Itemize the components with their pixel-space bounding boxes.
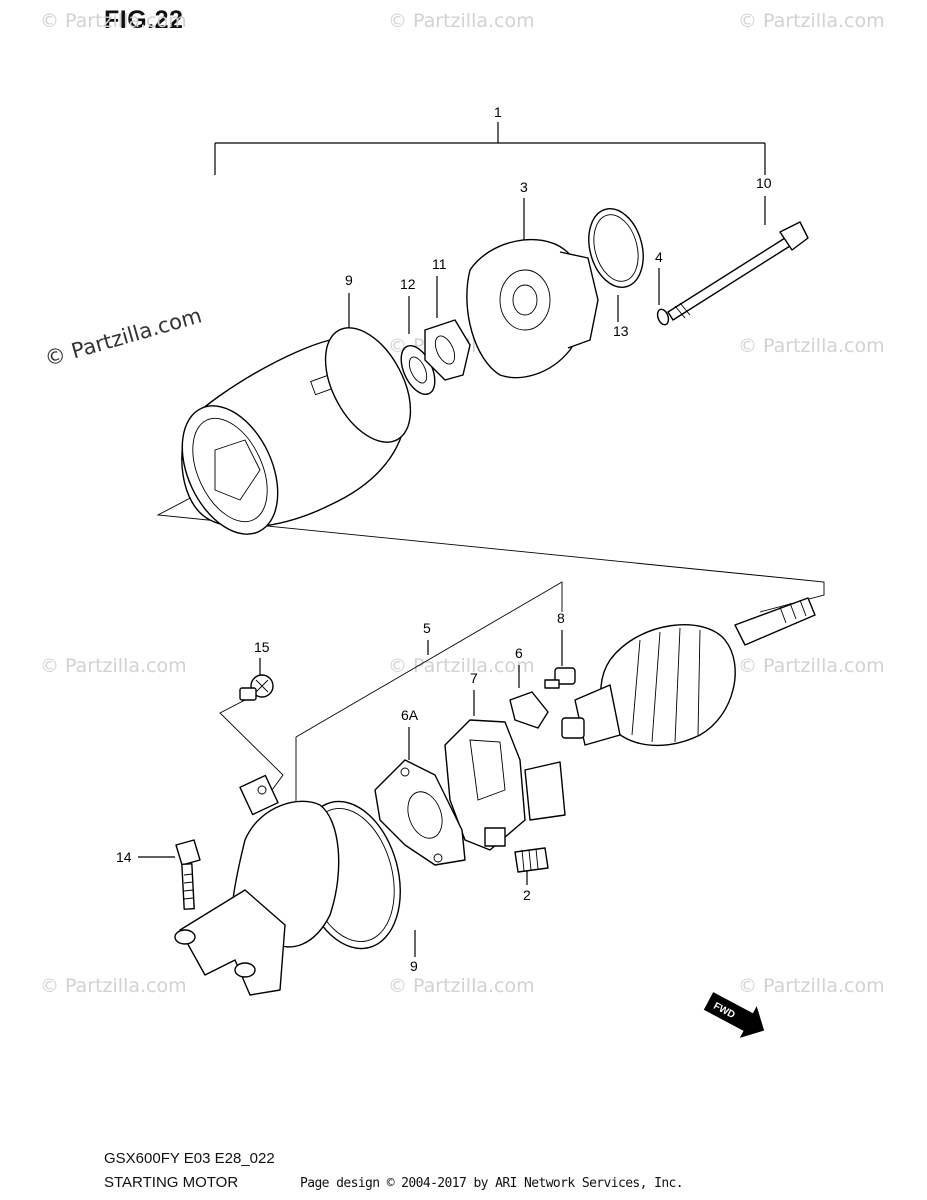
model-code: GSX600FY E03 E28_022 bbox=[104, 1150, 275, 1167]
through-bolt bbox=[667, 221, 809, 321]
callout-4: 4 bbox=[655, 249, 663, 265]
callout-11: 11 bbox=[432, 256, 447, 272]
assembly-bracket bbox=[214, 122, 766, 175]
watermark: © Partzilla.com bbox=[40, 10, 187, 32]
callout-5: 5 bbox=[423, 620, 431, 636]
small-o-ring bbox=[656, 308, 670, 326]
watermark: © Partzilla.com bbox=[40, 655, 187, 677]
callout-6a: 6A bbox=[401, 707, 419, 723]
callout-10: 10 bbox=[756, 175, 772, 191]
spring bbox=[514, 847, 549, 873]
section-name: STARTING MOTOR bbox=[104, 1174, 239, 1191]
watermark: © Partzilla.com bbox=[388, 975, 535, 997]
callout-1: 1 bbox=[494, 104, 502, 120]
watermark: © Partzilla.com bbox=[738, 10, 885, 32]
brush-6 bbox=[509, 691, 549, 729]
watermark: © Partzilla.com bbox=[738, 975, 885, 997]
callout-13: 13 bbox=[613, 323, 629, 339]
yoke-housing bbox=[181, 327, 412, 535]
brush-plate bbox=[374, 759, 466, 866]
watermark: © Partzilla.com bbox=[40, 975, 187, 997]
leader-lines bbox=[138, 196, 766, 957]
watermark: © Partzilla.com bbox=[388, 10, 535, 32]
callout-3: 3 bbox=[520, 179, 528, 195]
front-cover-housing bbox=[174, 774, 401, 996]
callout-6: 6 bbox=[515, 645, 523, 661]
callout-9-top: 9 bbox=[345, 272, 353, 288]
watermark: © Partzilla.com bbox=[738, 655, 885, 677]
brush-holder bbox=[444, 719, 566, 851]
plate-11 bbox=[424, 319, 471, 381]
callout-2: 2 bbox=[523, 887, 531, 903]
fwd-arrow: FWD bbox=[703, 992, 765, 1038]
callout-15: 15 bbox=[254, 639, 270, 655]
watermark: © Partzilla.com bbox=[738, 335, 885, 357]
callout-7: 7 bbox=[470, 670, 478, 686]
bolt-14 bbox=[175, 839, 201, 910]
callout-12: 12 bbox=[400, 276, 416, 292]
figure-title: FIG.22 bbox=[104, 6, 184, 34]
armature bbox=[561, 597, 816, 747]
screw-8 bbox=[544, 667, 576, 689]
callout-9-bottom: 9 bbox=[410, 958, 418, 974]
screw-15 bbox=[239, 674, 274, 701]
watermark: © Partzilla.com bbox=[388, 655, 535, 677]
callout-8: 8 bbox=[557, 610, 565, 626]
callout-14: 14 bbox=[116, 849, 132, 865]
o-ring bbox=[588, 208, 644, 288]
copyright-notice: Page design © 2004-2017 by ARI Network S… bbox=[300, 1176, 684, 1191]
end-cover bbox=[466, 238, 599, 379]
